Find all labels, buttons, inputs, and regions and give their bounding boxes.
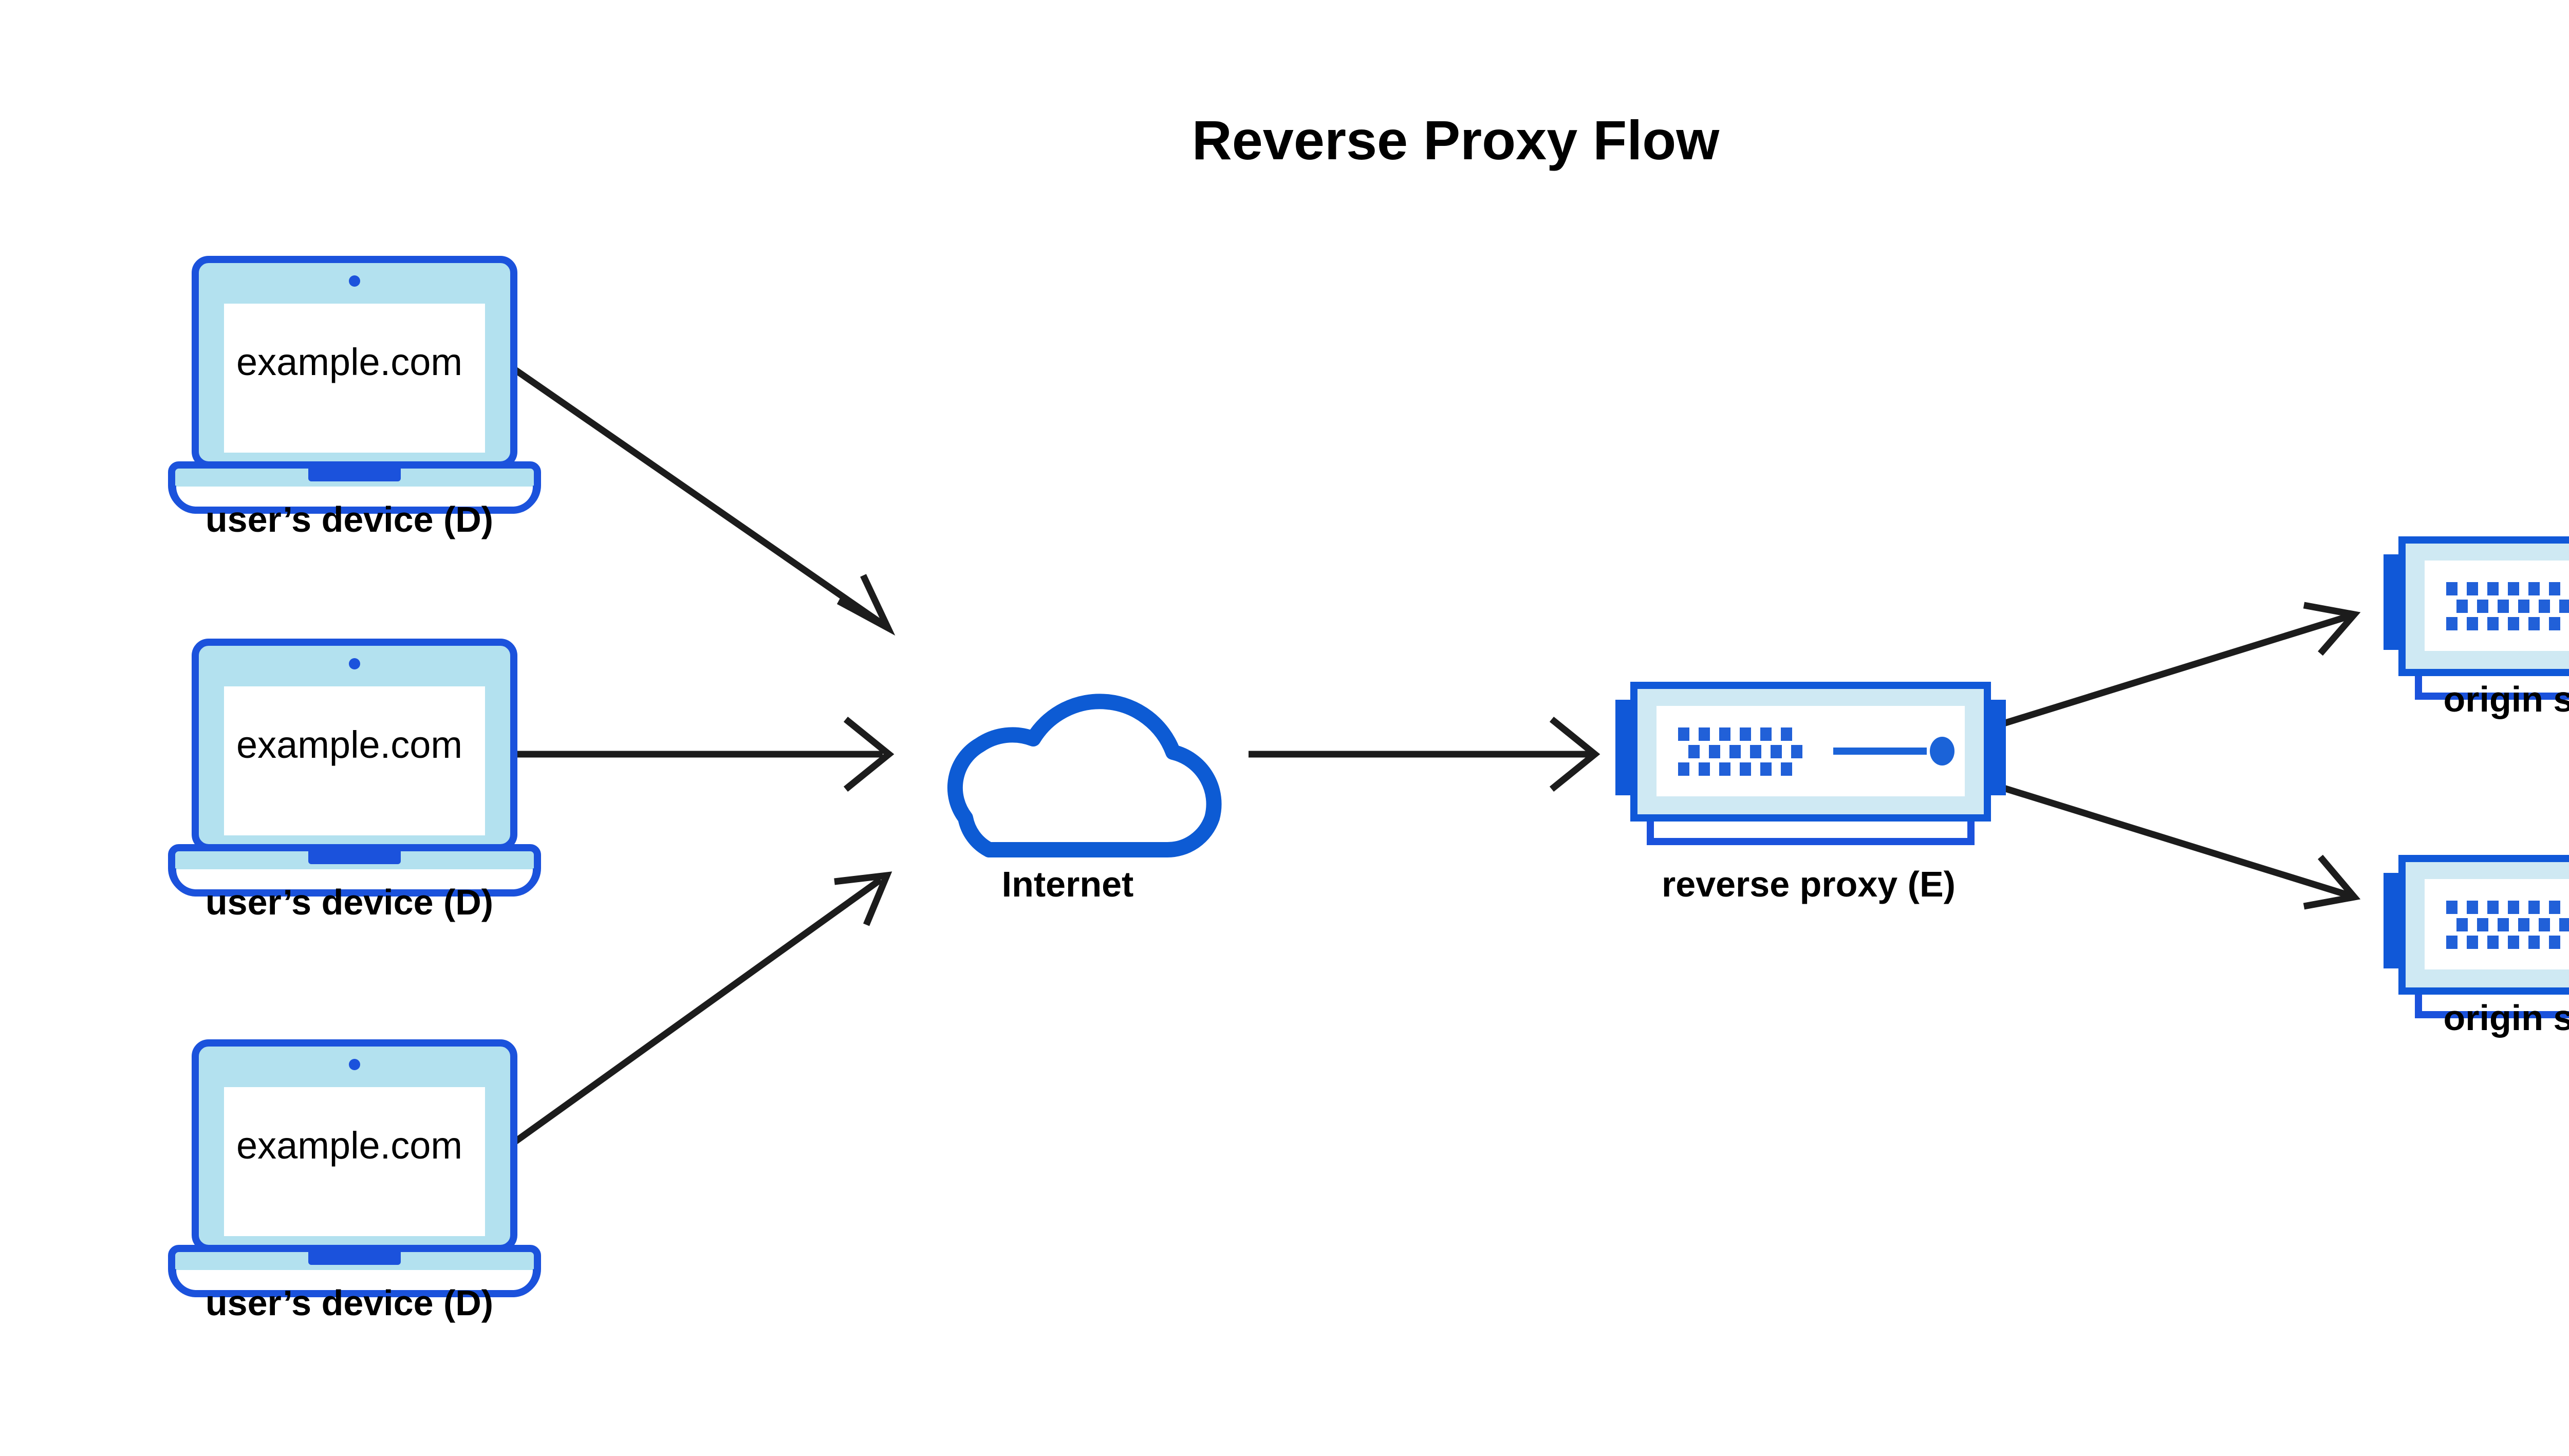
edge-proxy-to-origin-top bbox=[2003, 602, 2361, 727]
node-label-origin-bottom: origin server (F) bbox=[2444, 998, 2569, 1038]
node-reverse-proxy[interactable]: reverse proxy (E) bbox=[1615, 685, 2006, 904]
node-origin-bottom[interactable]: origin server (F) bbox=[2384, 858, 2569, 1038]
server-icon bbox=[1615, 685, 2006, 842]
laptop-screen-text: example.com bbox=[236, 1124, 462, 1167]
laptop-icon bbox=[172, 1043, 537, 1294]
cloud-icon bbox=[955, 701, 1214, 850]
laptop-icon bbox=[172, 259, 537, 510]
edge-client-top-to-internet bbox=[512, 366, 896, 636]
node-internet[interactable]: Internet bbox=[955, 701, 1214, 904]
laptop-icon bbox=[172, 642, 537, 893]
node-label-client-middle: user’s device (D) bbox=[206, 882, 493, 922]
node-label-client-top: user’s device (D) bbox=[206, 499, 493, 539]
server-icon bbox=[2384, 540, 2569, 696]
laptop-screen-text: example.com bbox=[236, 341, 462, 383]
server-icon bbox=[2384, 858, 2569, 1015]
node-client-bottom[interactable]: example.com user’s device (D) bbox=[172, 1043, 537, 1323]
page-title: Reverse Proxy Flow bbox=[1192, 109, 1720, 171]
node-client-top[interactable]: example.com user’s device (D) bbox=[172, 259, 537, 539]
node-client-middle[interactable]: example.com user’s device (D) bbox=[172, 642, 537, 922]
laptop-screen-text: example.com bbox=[236, 723, 462, 766]
edge-internet-to-proxy bbox=[1249, 716, 1600, 792]
edges-layer bbox=[506, 366, 2361, 1146]
node-label-origin-top: origin server (F) bbox=[2444, 679, 2569, 719]
edge-client-middle-to-internet bbox=[506, 716, 895, 792]
node-label-internet: Internet bbox=[1002, 864, 1134, 904]
edge-client-bottom-to-internet bbox=[512, 871, 892, 1146]
node-label-client-bottom: user’s device (D) bbox=[206, 1283, 493, 1323]
edge-proxy-to-origin-bottom bbox=[2003, 785, 2361, 910]
node-label-reverse-proxy: reverse proxy (E) bbox=[1662, 864, 1956, 904]
node-origin-top[interactable]: origin server (F) bbox=[2384, 540, 2569, 719]
